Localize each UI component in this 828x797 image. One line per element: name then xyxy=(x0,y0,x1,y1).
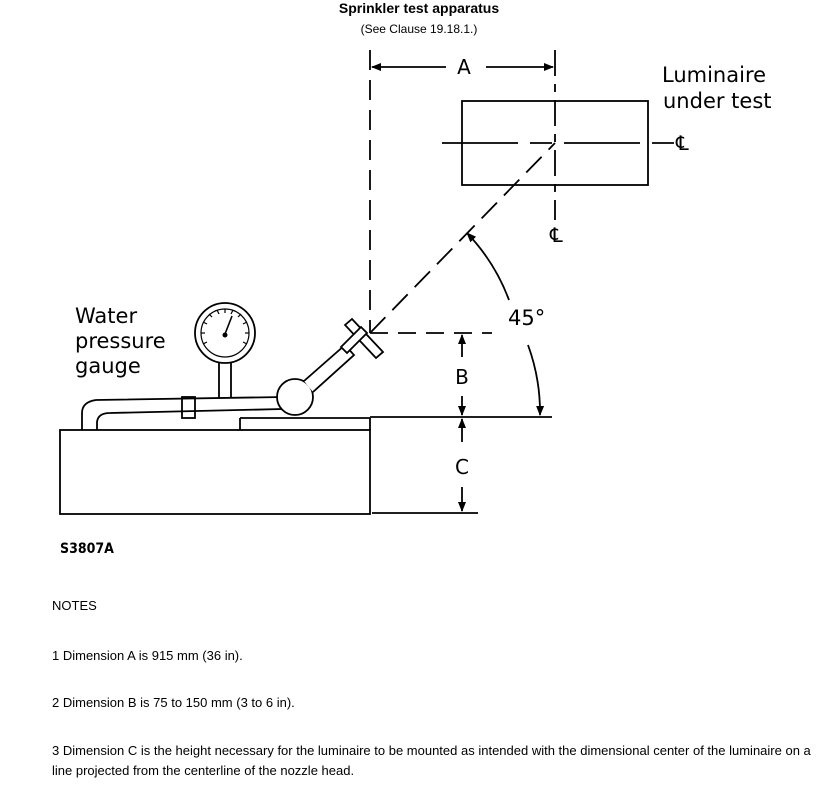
angle-arc-lower xyxy=(527,344,545,416)
angle-label: 45° xyxy=(508,306,545,330)
valve-ball xyxy=(276,378,314,416)
centerline-symbol-vertical: ℄ xyxy=(549,223,563,247)
note-item: 2 Dimension B is 75 to 150 mm (3 to 6 in… xyxy=(52,695,295,710)
nozzle-projection-line xyxy=(369,142,556,334)
dimension-c-label: C xyxy=(455,455,469,479)
sprinkler-apparatus-diagram: A Luminaire under test ℄ ℄ 45° B C xyxy=(59,50,772,515)
angle-arc-upper xyxy=(466,232,510,301)
pipe-fitting xyxy=(181,396,196,419)
figure-subtitle: (See Clause 19.18.1.) xyxy=(360,22,478,36)
luminaire-label-line2: under test xyxy=(663,89,772,113)
centerline-symbol-horizontal: ℄ xyxy=(675,131,689,155)
figure-identifier: S3807A xyxy=(60,541,114,557)
notes-heading: NOTES xyxy=(52,598,97,613)
gauge-label-line3: gauge xyxy=(75,354,141,378)
dimension-a-label: A xyxy=(457,55,471,79)
dimension-b-label: B xyxy=(455,365,469,389)
figure-title: Sprinkler test apparatus xyxy=(338,0,500,16)
pressure-gauge-icon xyxy=(194,302,256,364)
note-item: 1 Dimension A is 915 mm (36 in). xyxy=(52,648,243,663)
luminaire-label-line1: Luminaire xyxy=(662,63,766,87)
water-pipe xyxy=(81,396,284,430)
gauge-label-line1: Water xyxy=(75,304,137,328)
test-bench xyxy=(59,429,371,515)
note-item: 3 Dimension C is the height necessary fo… xyxy=(52,743,811,778)
nozzle-arm xyxy=(303,317,385,393)
gauge-label-line2: pressure xyxy=(75,329,166,353)
